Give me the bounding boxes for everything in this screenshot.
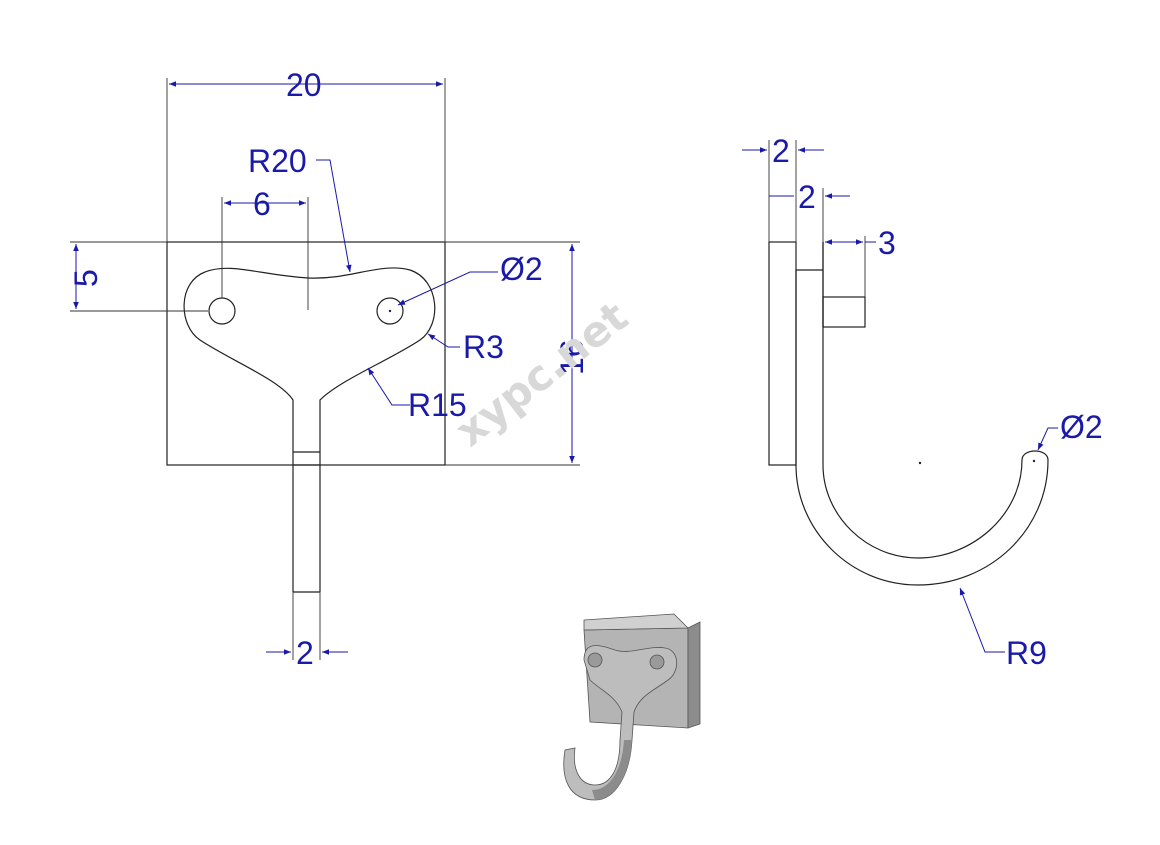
leader-r20 [316, 159, 352, 273]
render-hook-shade [592, 740, 632, 800]
label-tip-dia: Ø2 [1060, 409, 1103, 445]
leader-tip-dia [1037, 427, 1058, 451]
side-hook-tip [1021, 450, 1049, 461]
leader-hole-dia [397, 271, 498, 306]
isometric-render [563, 613, 701, 801]
dim-20-text: 20 [286, 67, 322, 103]
dim-side2a-text: 2 [772, 133, 790, 169]
render-plate-side [687, 621, 701, 729]
front-right-hole-center [388, 309, 392, 313]
dim-5-text: 5 [68, 269, 104, 287]
side-tip-center [1032, 459, 1036, 463]
label-hole-dia: Ø2 [500, 251, 543, 287]
side-hook-center [918, 461, 922, 465]
front-left-hole [208, 297, 236, 325]
leader-r15 [367, 367, 410, 406]
front-hook-profile [183, 267, 436, 466]
dim-side2b-text: 2 [798, 179, 816, 215]
side-hook-outer [795, 459, 1049, 586]
leader-r3 [427, 333, 460, 348]
render-plate-top [583, 613, 689, 631]
dim-6-text: 6 [253, 186, 271, 222]
dim-stem-text: 2 [296, 635, 314, 671]
dim-side3-text: 3 [878, 225, 896, 261]
label-r20: R20 [248, 143, 307, 179]
label-r15: R15 [408, 387, 467, 423]
front-view: 20 6 R20 5 16 Ø2 R3 R15 2 [68, 67, 590, 671]
side-hook-inner [822, 459, 1023, 559]
dim-16-text: 16 [554, 339, 590, 375]
leader-r9 [959, 587, 1005, 653]
side-plate [768, 241, 797, 466]
side-boss [822, 296, 866, 328]
watermark: xypc.net [446, 292, 637, 456]
side-view: 2 2 3 Ø2 R9 [742, 133, 1103, 671]
render-left-bolt [587, 652, 603, 668]
front-plate-outline [166, 241, 446, 466]
label-r3: R3 [463, 329, 504, 365]
label-r9: R9 [1006, 635, 1047, 671]
render-right-bolt [649, 654, 665, 670]
front-right-hole [376, 297, 404, 325]
